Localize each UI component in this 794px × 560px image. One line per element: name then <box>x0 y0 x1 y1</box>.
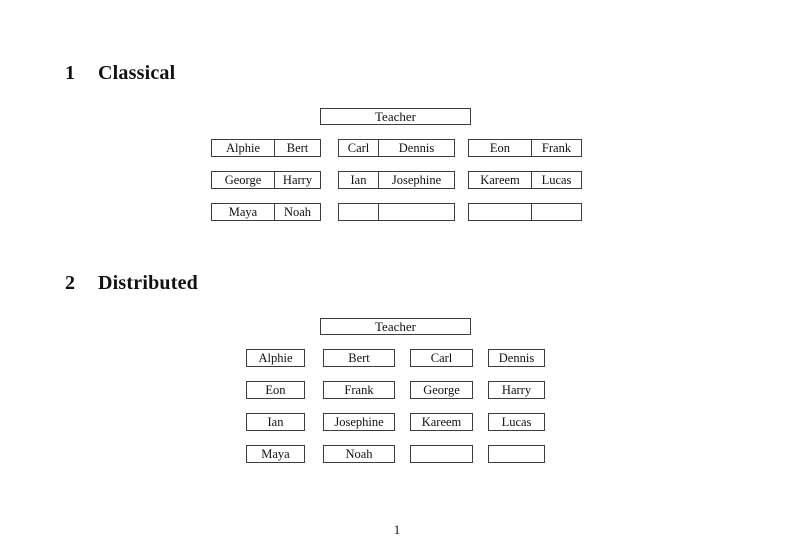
seat-box: Noah <box>323 445 395 463</box>
seat: Maya <box>228 205 258 219</box>
seat-empty <box>531 204 581 220</box>
seat-box: Carl <box>410 349 473 367</box>
desk: George Harry <box>211 171 321 189</box>
page-number: 1 <box>393 522 401 537</box>
seat-box: Bert <box>323 349 395 367</box>
seat: Harry <box>274 172 320 188</box>
seat: Noah <box>274 204 320 220</box>
teacher-label: Teacher <box>375 319 416 334</box>
desk-empty <box>338 203 455 221</box>
desk: Ian Josephine <box>338 171 455 189</box>
seat: Josephine <box>378 172 454 188</box>
section-heading-classical: 1 Classical <box>65 62 175 85</box>
seat: Alphie <box>225 141 261 155</box>
seat-box: Eon <box>246 381 305 399</box>
seat: Dennis <box>378 140 454 156</box>
desk: Carl Dennis <box>338 139 455 157</box>
section-heading-distributed: 2 Distributed <box>65 272 198 295</box>
seat: Kareem <box>480 173 520 187</box>
seat: Ian <box>350 173 367 187</box>
seat-box: Maya <box>246 445 305 463</box>
seat: Frank <box>531 140 581 156</box>
seat-box: Lucas <box>488 413 545 431</box>
section-number: 1 <box>65 62 76 84</box>
seat: Carl <box>347 141 370 155</box>
seat: Bert <box>274 140 320 156</box>
teacher-box-classical: Teacher <box>320 108 471 125</box>
seat: Lucas <box>531 172 581 188</box>
seat-box: Kareem <box>410 413 473 431</box>
seat-empty <box>378 204 454 220</box>
desk-empty <box>468 203 582 221</box>
desk: Kareem Lucas <box>468 171 582 189</box>
seat-box: Ian <box>246 413 305 431</box>
desk: Eon Frank <box>468 139 582 157</box>
seat-box: Alphie <box>246 349 305 367</box>
desk: Maya Noah <box>211 203 321 221</box>
teacher-label: Teacher <box>375 109 416 124</box>
seat-box-empty <box>488 445 545 463</box>
teacher-box-distributed: Teacher <box>320 318 471 335</box>
seat-empty <box>339 204 378 220</box>
desk: Alphie Bert <box>211 139 321 157</box>
seat-box: George <box>410 381 473 399</box>
seat-box: Josephine <box>323 413 395 431</box>
seat-box-empty <box>410 445 473 463</box>
seat-empty <box>469 204 531 220</box>
section-title: Distributed <box>98 272 198 294</box>
seat: Eon <box>489 141 511 155</box>
seat-box: Frank <box>323 381 395 399</box>
seat-box: Harry <box>488 381 545 399</box>
seat: George <box>224 173 262 187</box>
seat-box: Dennis <box>488 349 545 367</box>
section-title: Classical <box>98 62 176 84</box>
section-number: 2 <box>65 272 76 294</box>
